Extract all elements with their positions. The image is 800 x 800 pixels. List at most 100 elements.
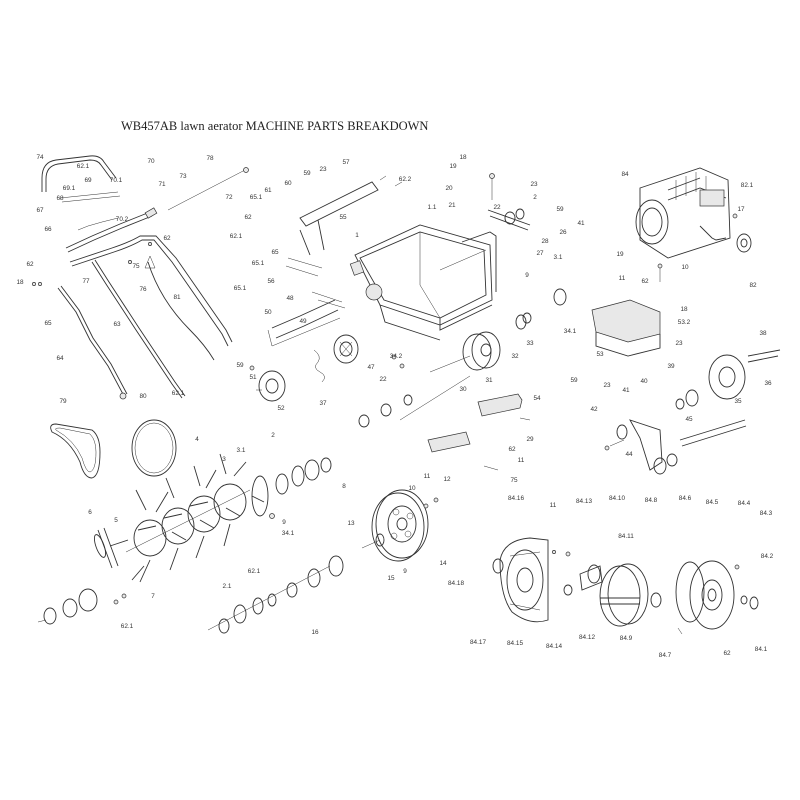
- rear-roller: [604, 349, 781, 475]
- callout-label: 84.11: [618, 533, 634, 540]
- callout-label: 84.3: [760, 510, 773, 517]
- callout-label: 4: [195, 436, 199, 443]
- callout-label: 26: [559, 229, 567, 236]
- callout-label: 16: [311, 629, 319, 636]
- callout-label: 57: [342, 159, 350, 166]
- callout-label: 41: [577, 220, 585, 227]
- callout-label: 6: [88, 509, 92, 516]
- callout-label: 84.18: [448, 580, 464, 587]
- callout-label: 59: [236, 362, 244, 369]
- callout-label: 84.16: [508, 495, 524, 502]
- callout-label: 53.2: [678, 319, 691, 326]
- callout-label: 36: [764, 380, 772, 387]
- callout-label: 70.2: [116, 216, 129, 223]
- callout-label: 2.1: [223, 583, 232, 590]
- callout-label: 72: [225, 194, 233, 201]
- callout-label: 55: [339, 214, 347, 221]
- callout-label: 68: [56, 195, 64, 202]
- callout-label: 65: [271, 249, 279, 256]
- callout-label: 3.1: [237, 447, 246, 454]
- callout-label: 1.1: [428, 204, 437, 211]
- callout-label: 65.1: [252, 260, 265, 267]
- callout-label: 45: [685, 416, 693, 423]
- callout-label: 8: [342, 483, 346, 490]
- drive-rollers: [358, 208, 567, 428]
- callout-label: 64: [56, 355, 64, 362]
- callout-label: 84.10: [609, 495, 625, 502]
- callout-label: 21: [448, 202, 456, 209]
- callout-label: 67: [36, 207, 44, 214]
- callout-label: 62: [508, 446, 516, 453]
- callout-label: 3.1: [554, 254, 563, 261]
- callout-label: 62: [641, 278, 649, 285]
- callout-label: 77: [82, 278, 90, 285]
- callout-label: 70: [147, 158, 155, 165]
- callout-label: 54: [533, 395, 541, 402]
- callout-label: 75: [510, 477, 518, 484]
- callout-label: 2: [271, 432, 275, 439]
- callout-label: 42: [590, 406, 598, 413]
- callout-label: 19: [616, 251, 624, 258]
- callout-label: 84.13: [576, 498, 592, 505]
- callout-label: 84.17: [470, 639, 486, 646]
- callout-label: 2: [533, 194, 537, 201]
- handle-assembly: [32, 155, 249, 400]
- callout-label: 28: [541, 238, 549, 245]
- callout-label: 49: [299, 318, 307, 325]
- callout-label: 5: [114, 517, 118, 524]
- tine-assembly: [37, 453, 344, 634]
- clutch-assembly: [492, 537, 759, 635]
- large-pulley: [361, 489, 439, 562]
- callout-label: 62.1: [172, 390, 185, 397]
- callout-label: 56: [267, 278, 275, 285]
- callout-label: 62: [26, 261, 34, 268]
- callout-label: 12: [443, 476, 451, 483]
- callout-label: 66: [44, 226, 52, 233]
- belts: [50, 419, 177, 479]
- callout-label: 84.12: [579, 634, 595, 641]
- callout-label: 84.7: [659, 652, 672, 659]
- callout-label: 18: [16, 279, 24, 286]
- callout-label: 52: [277, 405, 285, 412]
- callout-label: 82.1: [741, 182, 754, 189]
- callout-label: 62.1: [230, 233, 243, 240]
- callout-label: 18: [459, 154, 467, 161]
- front-wheel: [249, 334, 359, 402]
- callout-label: 82: [749, 282, 757, 289]
- callout-label: 59: [570, 377, 578, 384]
- callout-label: 51: [249, 374, 257, 381]
- cover-plates: [427, 393, 531, 471]
- callout-label: 19: [449, 163, 457, 170]
- callout-label: 30: [459, 386, 467, 393]
- callout-label: 62.1: [77, 163, 90, 170]
- callout-label: 23: [530, 181, 538, 188]
- callout-label: 34.1: [282, 530, 295, 537]
- callout-label: 70.1: [110, 177, 123, 184]
- callout-label: 17: [737, 206, 745, 213]
- callout-label: 22: [379, 376, 387, 383]
- callout-label: 23: [603, 382, 611, 389]
- callout-label: 84: [621, 171, 629, 178]
- callout-label: 62.1: [248, 568, 261, 575]
- callout-label: 69: [84, 177, 92, 184]
- callout-label: 59: [556, 206, 564, 213]
- callout-label: 50: [264, 309, 272, 316]
- callout-label: 84.2: [761, 553, 774, 560]
- callout-label: 11: [550, 502, 557, 509]
- callout-label: 65.1: [234, 285, 247, 292]
- callout-label: 29: [526, 436, 534, 443]
- callout-label: 11: [619, 275, 626, 282]
- callout-label: 73: [179, 173, 187, 180]
- callout-label: 41: [622, 387, 630, 394]
- callout-label: 80: [139, 393, 147, 400]
- callout-label: 31: [485, 377, 493, 384]
- callout-label: 9: [525, 272, 529, 279]
- callout-label: 76: [139, 286, 147, 293]
- callout-label: 79: [59, 398, 67, 405]
- page-title: WB457AB lawn aerator MACHINE PARTS BREAK…: [121, 119, 428, 133]
- callout-label: 1: [355, 232, 359, 239]
- callout-label: 62.2: [399, 176, 412, 183]
- callout-label: 3: [222, 456, 226, 463]
